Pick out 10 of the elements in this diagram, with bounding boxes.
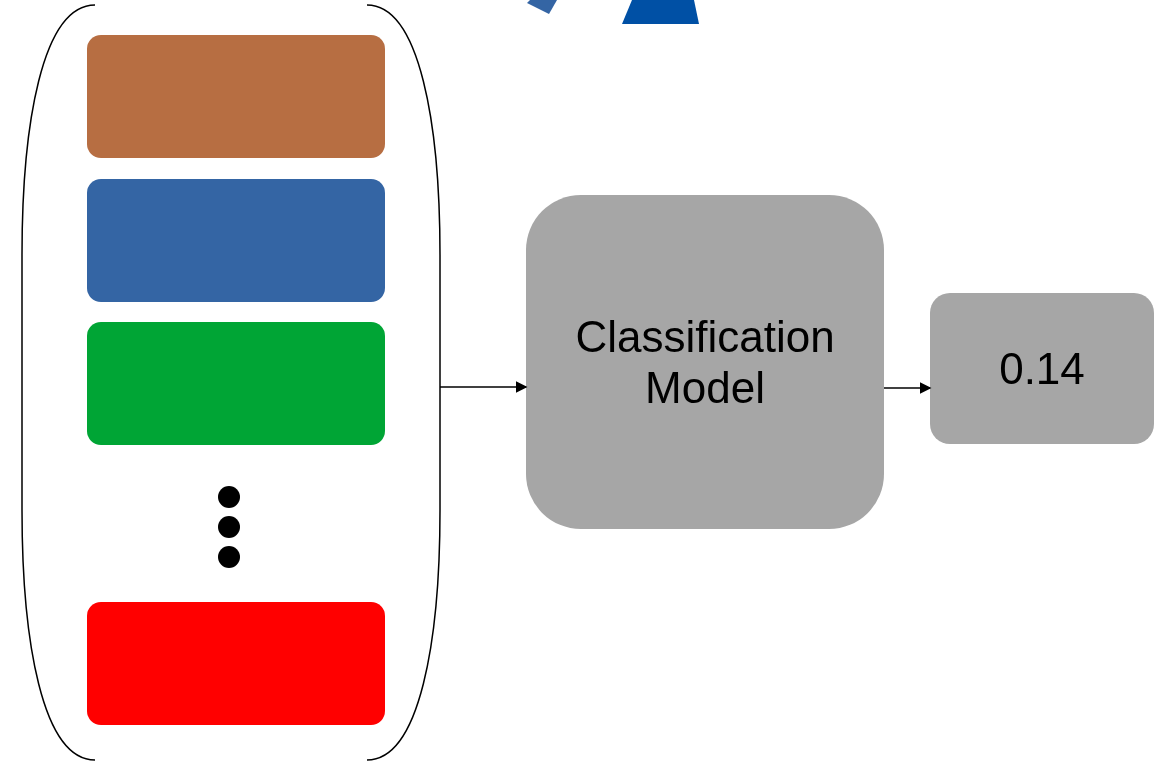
arrow [883, 382, 932, 394]
colored-bar [87, 35, 385, 158]
process-box [526, 195, 884, 529]
colored-bar [87, 602, 385, 725]
arrow [439, 381, 528, 393]
box-label: 0.14 [999, 342, 1085, 395]
colored-bar [87, 322, 385, 445]
box-label: Classification Model [574, 310, 836, 414]
result-box [930, 293, 1154, 444]
colored-bar [87, 179, 385, 302]
